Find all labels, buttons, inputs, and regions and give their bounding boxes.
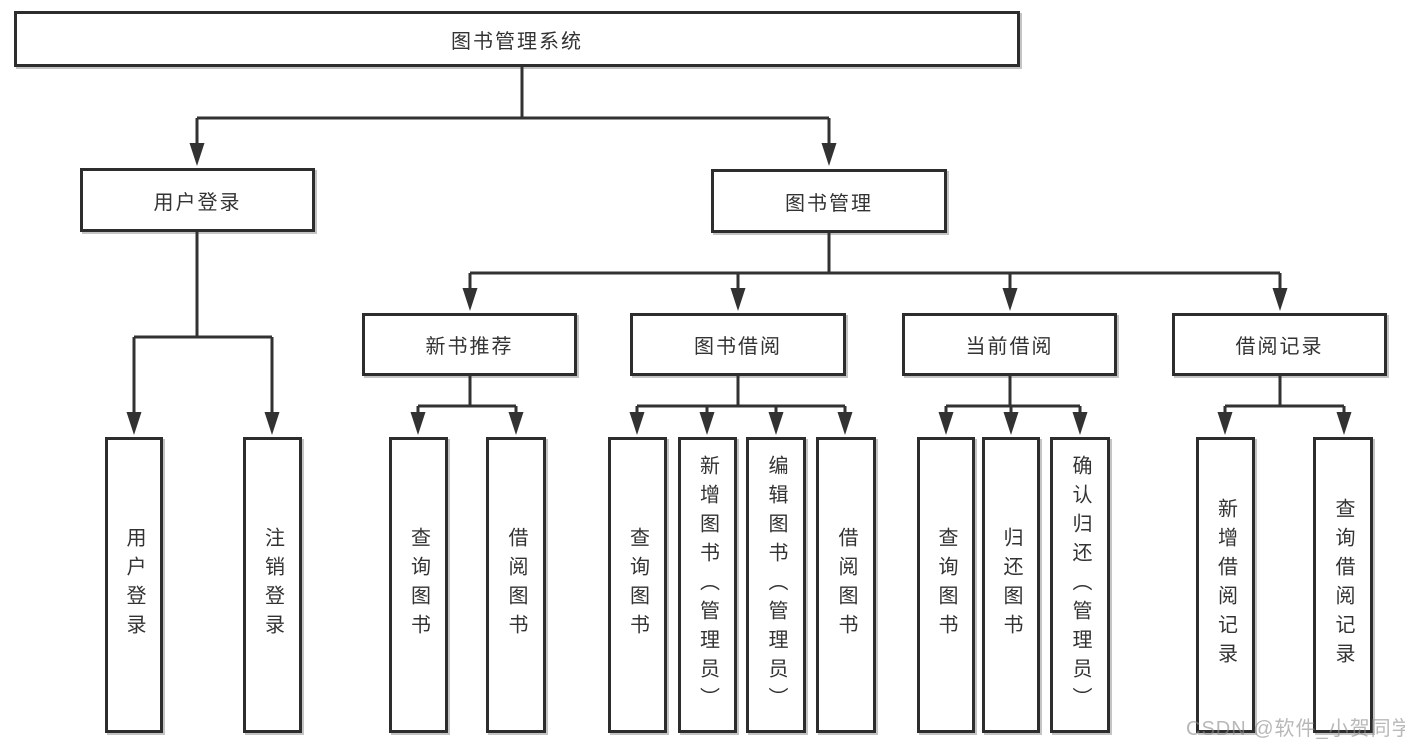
leaf-borrow-borrow-book: 借阅图书 [816, 437, 876, 733]
node-new-book-recommend-label: 新书推荐 [425, 336, 514, 358]
leaf-recommend-borrow-book-label: 借阅图书 [505, 527, 527, 643]
leaf-current-return-book-label: 归还图书 [1000, 527, 1022, 643]
node-current-borrow-label: 当前借阅 [965, 336, 1054, 358]
leaf-borrow-edit-book-label: 编辑图书（管理员） [765, 454, 787, 716]
node-root-system-label: 图书管理系统 [451, 30, 583, 53]
node-root-system: 图书管理系统 [14, 11, 1020, 67]
leaf-current-confirm-return: 确认归还（管理员） [1050, 437, 1110, 733]
leaf-records-add-record: 新增借阅记录 [1196, 437, 1255, 733]
leaf-records-add-record-label: 新增借阅记录 [1214, 498, 1237, 672]
watermark: CSDN @软件_小贺同学 [1186, 718, 1405, 740]
leaf-borrow-borrow-book-label: 借阅图书 [835, 527, 857, 643]
node-book-management-label: 图书管理 [785, 192, 873, 215]
node-user-login-label: 用户登录 [153, 191, 242, 214]
leaf-current-return-book: 归还图书 [982, 437, 1040, 733]
leaf-current-query-book: 查询图书 [917, 437, 975, 733]
node-new-book-recommend: 新书推荐 [362, 313, 577, 376]
leaf-logout: 注销登录 [243, 437, 302, 733]
leaf-user-login: 用户登录 [105, 437, 163, 733]
leaf-borrow-query-book: 查询图书 [608, 437, 667, 733]
leaf-borrow-query-book-label: 查询图书 [626, 527, 649, 643]
leaf-user-login-label: 用户登录 [123, 527, 145, 643]
node-borrow-records-label: 借阅记录 [1235, 336, 1324, 358]
leaf-recommend-borrow-book: 借阅图书 [486, 437, 546, 733]
leaf-borrow-add-book-label: 新增图书（管理员） [696, 454, 719, 716]
leaf-logout-label: 注销登录 [261, 527, 284, 643]
node-book-borrow: 图书借阅 [630, 313, 846, 376]
leaf-borrow-edit-book: 编辑图书（管理员） [746, 437, 806, 733]
leaf-records-query-record-label: 查询借阅记录 [1332, 498, 1354, 672]
leaf-recommend-query-book: 查询图书 [389, 437, 448, 733]
leaf-current-confirm-return-label: 确认归还（管理员） [1069, 454, 1091, 716]
leaf-records-query-record: 查询借阅记录 [1313, 437, 1373, 733]
leaf-borrow-add-book: 新增图书（管理员） [678, 437, 737, 733]
node-user-login: 用户登录 [80, 168, 315, 232]
node-book-management: 图书管理 [711, 169, 947, 233]
leaf-current-query-book-label: 查询图书 [935, 527, 957, 643]
node-borrow-records: 借阅记录 [1172, 313, 1387, 376]
node-current-borrow: 当前借阅 [902, 313, 1117, 376]
node-book-borrow-label: 图书借阅 [694, 336, 782, 358]
leaf-recommend-query-book-label: 查询图书 [407, 527, 430, 643]
